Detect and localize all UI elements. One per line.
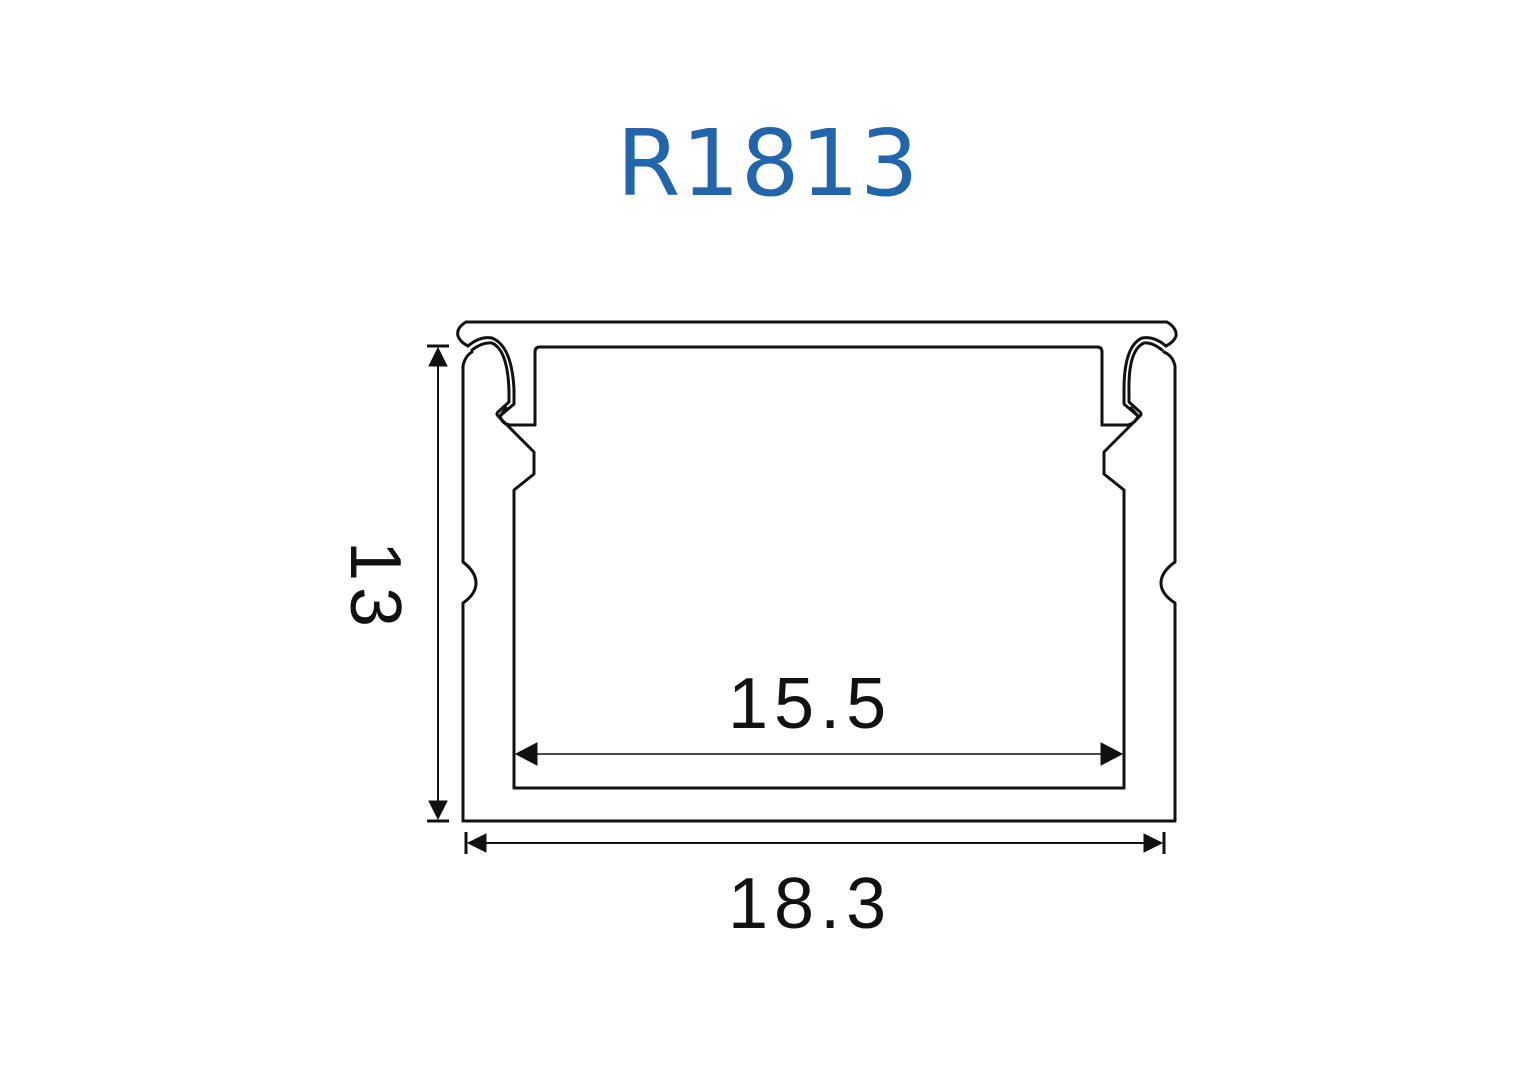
- outer-width-label: 18.3: [728, 864, 893, 944]
- diffuser-cover: [456, 320, 1178, 427]
- dimension-outer-width: [464, 832, 1166, 854]
- profile-model-title: R1813: [616, 110, 920, 217]
- height-label: 13: [335, 541, 415, 634]
- dimension-inner-width: [514, 742, 1124, 766]
- channel-body: [461, 350, 1177, 823]
- dimension-height: [427, 344, 449, 823]
- inner-width-label: 15.5: [728, 664, 893, 744]
